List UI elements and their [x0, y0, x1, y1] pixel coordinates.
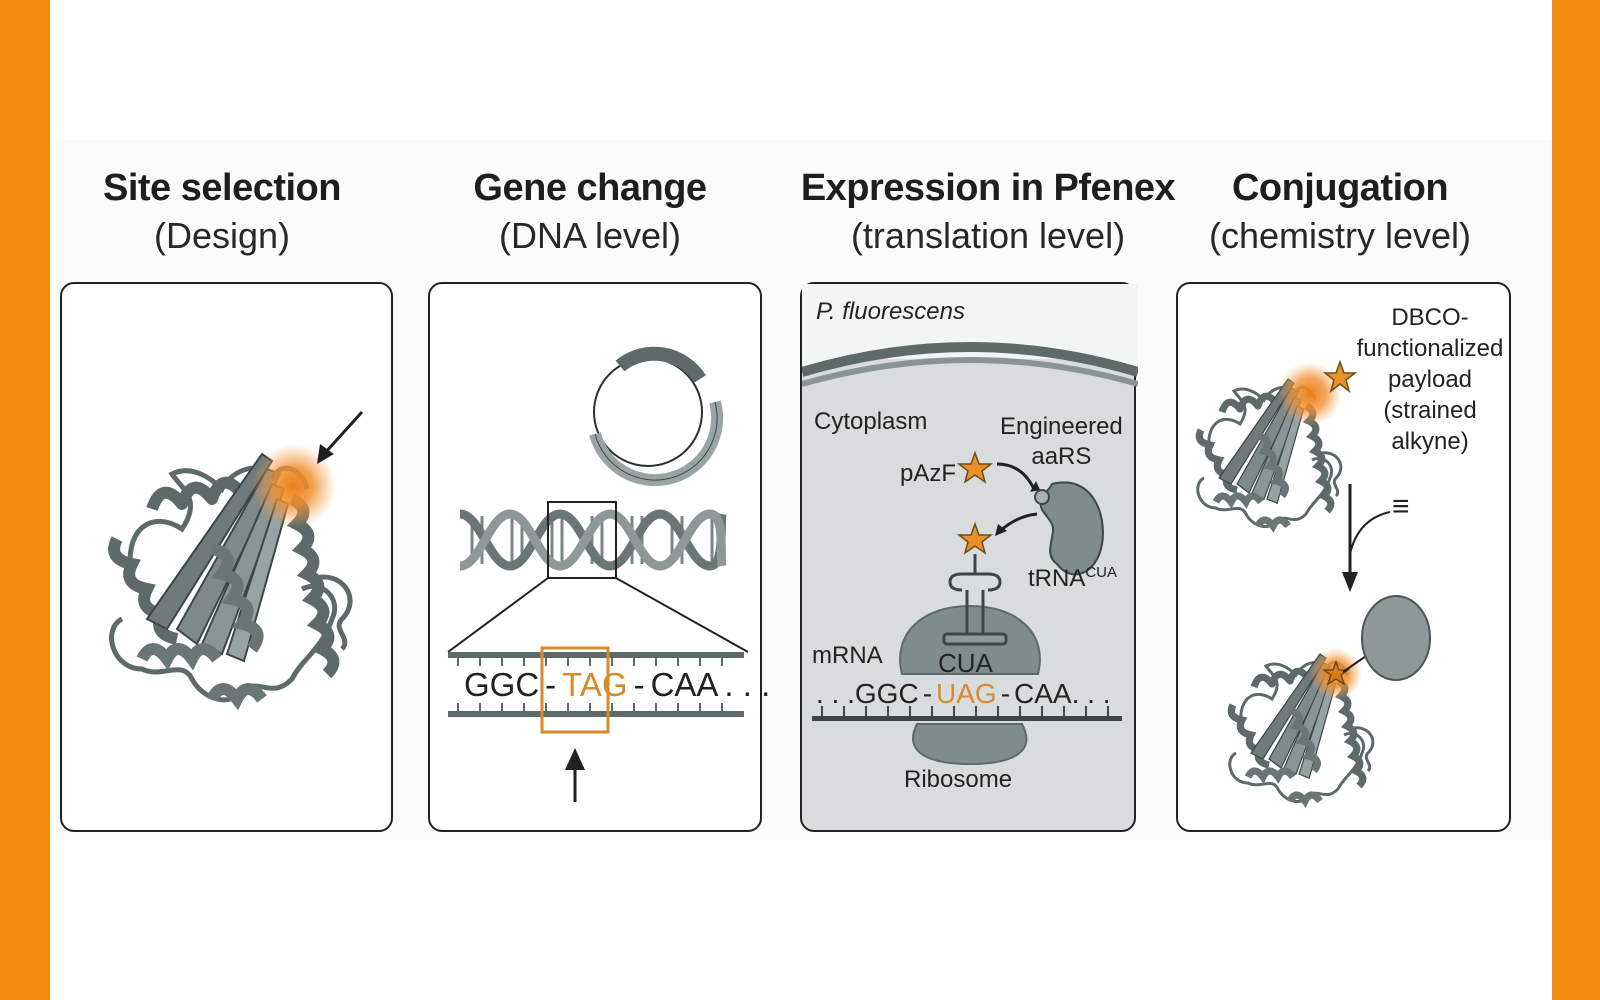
panel-gene-change: GGC-TAG-CAA. . . — [428, 282, 770, 832]
seq-sep: - — [633, 666, 645, 703]
panel-2-heading: Gene change (DNA level) — [410, 165, 770, 261]
panel-site-selection — [60, 282, 393, 832]
alkyne-symbol: ≡ — [1392, 490, 1410, 523]
highlight-glow-icon — [252, 444, 336, 528]
payload-label-line: functionalized — [1356, 335, 1504, 362]
pAzF-label: pAzF — [900, 460, 957, 487]
dna-sequence: GGC-TAG-CAA. . . — [464, 666, 770, 704]
arrow-icon — [322, 410, 364, 456]
trna-icon — [942, 554, 1008, 646]
seq-lead: . . . — [816, 678, 855, 709]
star-icon — [956, 450, 994, 484]
seq-after: CAA — [650, 666, 719, 703]
aaRS-label-line2: aaRS — [1031, 443, 1092, 470]
orange-border-left — [0, 0, 50, 1000]
trna-label-superscript: CUA — [1085, 564, 1118, 581]
star-icon — [1322, 359, 1358, 393]
mrna-sequence: . . .GGC-UAG-CAA. . . — [816, 678, 1111, 710]
amber-codon-uag: UAG — [936, 678, 997, 709]
trna-label-text: tRNA — [1028, 565, 1086, 592]
payload-label-line: DBCO- — [1391, 304, 1469, 331]
ribosome-label: Ribosome — [904, 766, 1013, 793]
aaRS-label-line1: Engineered — [1000, 413, 1123, 440]
seq-before: GGC — [854, 678, 919, 709]
panel-2-title: Gene change — [473, 167, 707, 209]
panel-3-heading: Expression in Pfenex (translation level) — [768, 165, 1208, 261]
arrow-icon — [996, 462, 1036, 490]
seq-ellipsis: . . . — [724, 666, 771, 703]
panel-4-title: Conjugation — [1231, 167, 1449, 209]
trna-label: tRNACUA — [1028, 564, 1117, 593]
aaRS-enzyme-icon — [1034, 481, 1104, 576]
linker — [1342, 655, 1367, 673]
seq-sep: - — [922, 678, 933, 709]
arrow-up-icon — [565, 748, 585, 802]
panel-4-subtitle: (chemistry level) — [1208, 215, 1472, 256]
aaRS-label: Engineered aaRS — [1000, 412, 1123, 472]
cell-membrane-outer — [802, 342, 1138, 377]
anticodon-label: CUA — [938, 648, 993, 678]
organism-label: P. fluorescens — [816, 298, 965, 325]
payload-label-line: payload — [1387, 366, 1473, 393]
panel-1-title: Site selection — [103, 167, 341, 209]
panel-4-heading: Conjugation (chemistry level) — [1160, 165, 1520, 261]
star-icon — [956, 521, 994, 555]
payload-icon — [1361, 595, 1431, 681]
dna-helix-icon — [458, 509, 727, 571]
protein-ribbon-icon — [62, 410, 364, 834]
panel-conjugation: DBCO- functionalized payload (strained a… — [1176, 282, 1511, 832]
stop-codon-tag: TAG — [562, 666, 628, 703]
panel-2-subtitle: (DNA level) — [498, 215, 682, 256]
cytoplasm-label: Cytoplasm — [814, 408, 928, 435]
payload-label: DBCO- functionalized payload (strained a… — [1350, 302, 1510, 457]
payload-label-line: alkyne) — [1391, 428, 1469, 455]
panel-1-subtitle: (Design) — [153, 215, 291, 256]
seq-before: GGC — [464, 666, 540, 703]
seq-sep: - — [1000, 678, 1011, 709]
panel-1-heading: Site selection (Design) — [42, 165, 402, 261]
panel-3-subtitle: (translation level) — [850, 215, 1126, 256]
orange-border-right — [1552, 0, 1600, 1000]
cell-membrane-inner — [802, 357, 1138, 387]
plasmid-icon — [589, 346, 724, 487]
mrna-label: mRNA — [812, 642, 883, 669]
payload-label-line: (strained — [1383, 397, 1477, 424]
seq-after: CAA — [1014, 678, 1072, 709]
panel-3-title: Expression in Pfenex — [800, 167, 1176, 209]
seq-ellipsis: . . . — [1071, 678, 1111, 709]
codon-highlight-box — [540, 646, 610, 734]
panel-expression: P. fluorescens Cytoplasm Engineered aaRS… — [800, 282, 1138, 832]
highlight-glow-icon — [1278, 362, 1342, 426]
seq-sep: - — [545, 666, 557, 703]
